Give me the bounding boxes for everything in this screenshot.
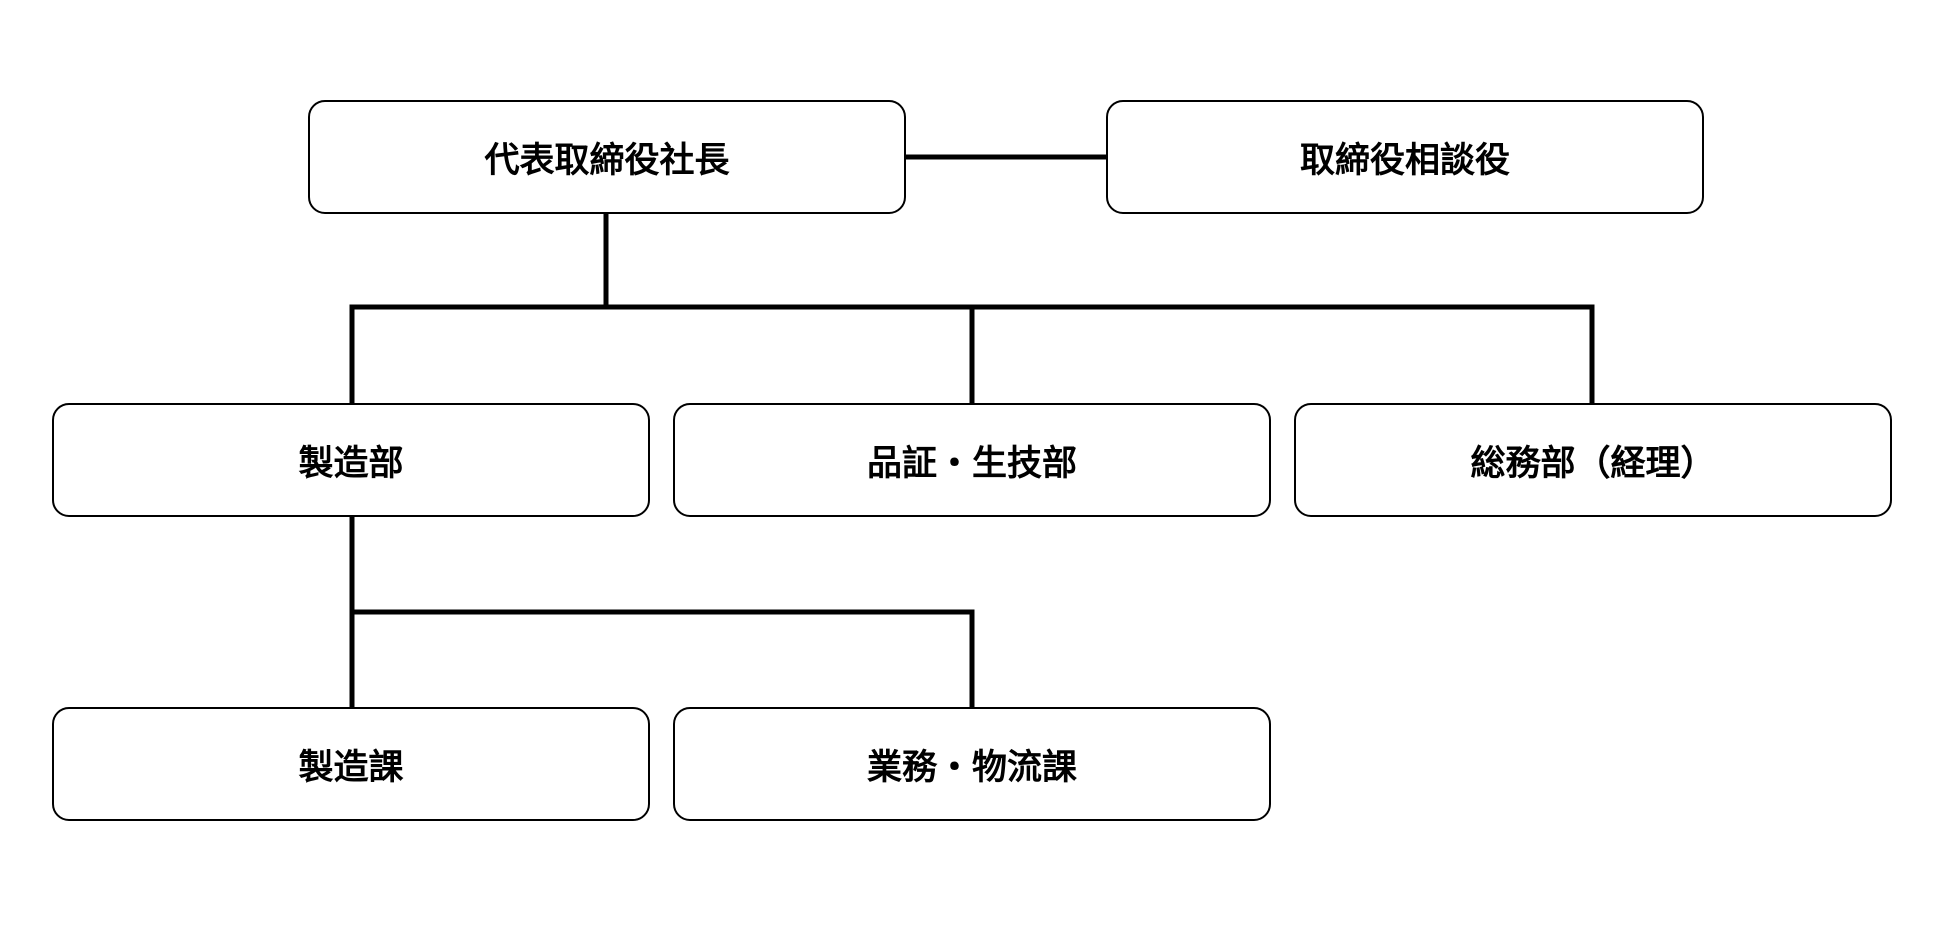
- manufacturing-dept-label: 製造部: [298, 443, 404, 484]
- logistics-section-box: 業務・物流課: [673, 707, 1271, 821]
- manufacturing-dept-box: 製造部: [52, 403, 650, 517]
- advisor-label: 取締役相談役: [1299, 140, 1510, 181]
- manufacturing-section-box: 製造課: [52, 707, 650, 821]
- quality-dept-label: 品証・生技部: [866, 443, 1077, 484]
- manufacturing-section-label: 製造課: [298, 747, 404, 788]
- president-box: 代表取締役社長: [308, 100, 906, 214]
- logistics-section-label: 業務・物流課: [866, 747, 1077, 788]
- general-affairs-dept-box: 総務部（経理）: [1294, 403, 1892, 517]
- advisor-box: 取締役相談役: [1106, 100, 1704, 214]
- general-affairs-dept-label: 総務部（経理）: [1470, 443, 1716, 484]
- president-label: 代表取締役社長: [484, 140, 730, 181]
- quality-dept-box: 品証・生技部: [673, 403, 1271, 517]
